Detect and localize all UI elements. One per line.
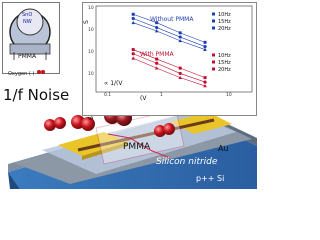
legend-15hz-top: 15Hz: [218, 19, 231, 25]
data-point-s0-1: [155, 21, 159, 25]
series-line-5: [133, 57, 206, 87]
data-point-s1-0: [131, 16, 135, 21]
data-point-s2-0: [131, 20, 136, 25]
series-line-0: [133, 13, 206, 43]
device-pmma-label: PMMA: [123, 142, 151, 152]
x-tick-2: 1: [160, 93, 163, 98]
data-point-s0-2: [178, 31, 182, 35]
y-tick-3: 10: [88, 50, 94, 55]
silicon-nitride-label: Silicon nitride: [156, 157, 218, 167]
data-point-s0-3: [203, 40, 207, 44]
sv-label: S: [88, 116, 95, 120]
inset-pmma-label: PMMA: [18, 53, 37, 60]
au-electrode-left: [58, 132, 128, 156]
data-point-s3-2: [178, 66, 182, 70]
nw-label: NW: [23, 19, 32, 25]
data-point-s2-2: [178, 38, 182, 43]
without-pmma-label: Without PMMA: [150, 16, 194, 23]
data-point-s3-3: [203, 76, 207, 80]
data-point-s4-1: [155, 61, 159, 65]
inset-drawing: [9, 8, 51, 74]
data-point-s4-0: [131, 52, 135, 56]
data-point-s3-0: [131, 48, 135, 52]
data-point-s4-3: [203, 80, 207, 84]
legend-marker-1: [212, 19, 215, 23]
data-point-s1-2: [178, 35, 182, 39]
legend-marker-5: [212, 67, 215, 71]
data-point-s2-1: [154, 29, 159, 33]
x-tick-3: 10: [226, 93, 232, 98]
sno2-label: SnO: [22, 12, 33, 18]
legend-10hz-top: 10Hz: [218, 12, 231, 18]
data-point-s2-3: [203, 47, 207, 51]
oxygen-legend-icon: [37, 70, 41, 74]
y-tick-2: 10: [88, 28, 94, 33]
device-illustration: [8, 108, 257, 189]
noise-title: 1/f Noise: [3, 86, 70, 104]
oxygen-molecule-icon: [44, 119, 56, 131]
noise-chart-plot: [95, 5, 253, 93]
noise-chart: [82, 2, 257, 116]
data-point-s5-2: [178, 75, 182, 80]
plot-area: [95, 5, 253, 93]
legend-15hz-bottom: 15Hz: [218, 60, 231, 66]
legend-marker-2: [212, 26, 215, 30]
au-label: Au: [218, 144, 229, 153]
data-point-s5-0: [131, 56, 136, 60]
oxygen-label: Oxygen ( ): [8, 71, 35, 77]
y-tick-1: 10: [88, 6, 94, 11]
legend-marker-0: [212, 12, 215, 16]
legend-20hz-top: 20Hz: [218, 26, 231, 32]
slope-label: ∝ 1/(V: [104, 80, 123, 87]
legend-marker-4: [212, 60, 215, 64]
data-point-s3-1: [155, 57, 159, 61]
chart-xlabel: (V: [140, 95, 147, 102]
series-line-4: [133, 53, 206, 83]
x-tick-1: 0.1: [104, 93, 112, 98]
data-point-s1-3: [203, 44, 207, 49]
series-line-1: [133, 18, 206, 47]
legend-20hz-bottom: 20Hz: [218, 67, 231, 73]
with-pmma-label: With PMMA: [140, 51, 174, 58]
figure-scene: SnO NW PMMA Oxygen ( ) S Without PMMA Wi…: [2, 2, 257, 189]
series-line-2: [133, 22, 206, 50]
data-point-s1-1: [155, 25, 159, 30]
series-line-3: [133, 49, 206, 78]
p-si-label: p++ Si: [196, 174, 225, 183]
data-point-s5-3: [203, 84, 207, 88]
chart-ylabel: S: [83, 20, 90, 24]
legend-10hz-bottom: 10Hz: [218, 53, 231, 59]
data-point-s5-1: [154, 66, 159, 70]
legend-marker-3: [212, 53, 215, 57]
data-point-s4-2: [178, 71, 182, 76]
sv-plot-frame: [95, 109, 185, 165]
data-point-s0-0: [131, 12, 135, 16]
nanowire: [77, 118, 215, 152]
sno2-core: [16, 8, 44, 36]
y-tick-4: 10: [88, 72, 94, 77]
